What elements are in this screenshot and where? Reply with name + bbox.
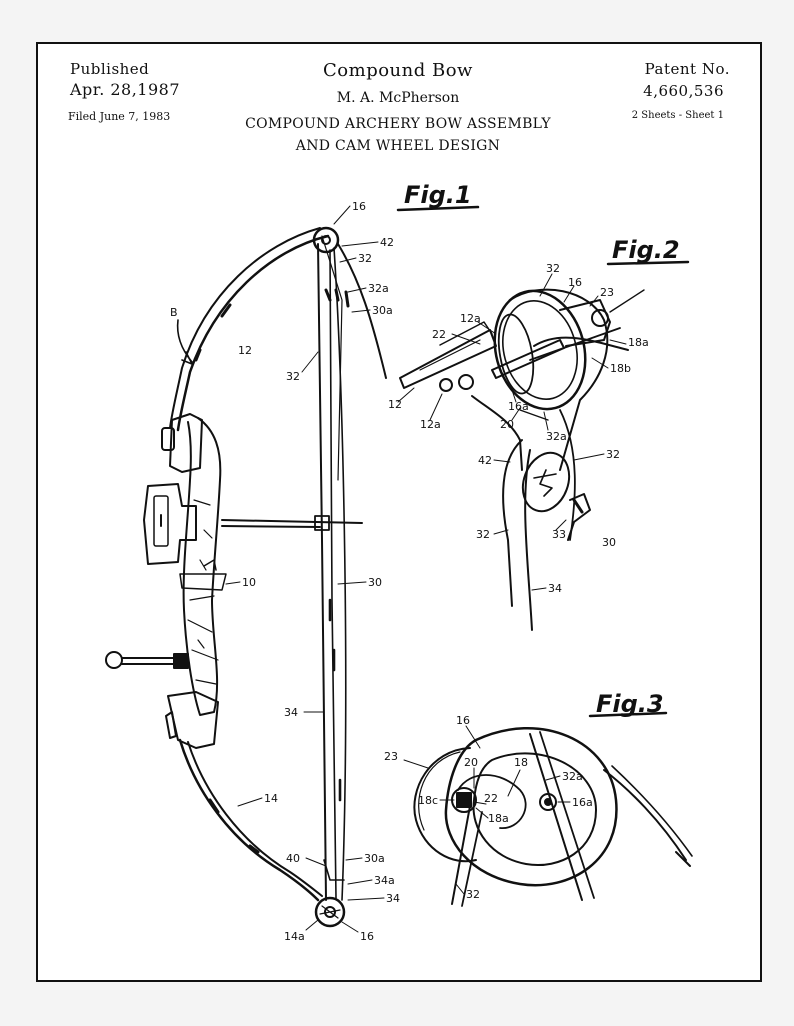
ref-label: 16 [352, 200, 366, 213]
ref-label: 20 [464, 756, 478, 769]
ref-label: 12a [420, 418, 441, 431]
ref-label: 12 [238, 344, 252, 357]
sheet-count: 2 Sheets - Sheet 1 [631, 110, 724, 121]
ref-label: 16 [568, 276, 582, 289]
ref-label: 34 [284, 706, 298, 719]
ref-label: 22 [484, 792, 498, 805]
fig1-title: Fig.1 [404, 181, 472, 209]
ref-label: 32a [562, 770, 583, 783]
ref-label: 32 [466, 888, 480, 901]
ref-label: 30 [368, 576, 382, 589]
patent-subtitle-line2: AND CAM WHEEL DESIGN [295, 138, 501, 154]
ref-label: 42 [380, 236, 394, 249]
ref-label: 42 [478, 454, 492, 467]
inventor-name: M. A. McPherson [336, 90, 460, 106]
ref-label: 18a [628, 336, 649, 349]
ref-label: 34 [386, 892, 400, 905]
ref-label: 33 [552, 528, 566, 541]
ref-label: 40 [286, 852, 300, 865]
ref-label: 18 [514, 756, 528, 769]
ref-label: 14 [264, 792, 278, 805]
ref-label: 32 [286, 370, 300, 383]
fig1-reference-labels: 16 42 32 32a 30a B 12 32 10 30 34 14 40 … [170, 200, 400, 943]
ref-label: 34a [374, 874, 395, 887]
ref-label: 16 [360, 930, 374, 943]
ref-label: 18b [610, 362, 631, 375]
ref-label: 32 [546, 262, 560, 275]
ref-label: 30a [364, 852, 385, 865]
ref-label: 30a [372, 304, 393, 317]
ref-label: 12a [460, 312, 481, 325]
ref-label: 23 [600, 286, 614, 299]
ref-label: 23 [384, 750, 398, 763]
ref-label: 16a [572, 796, 593, 809]
ref-label: 34 [548, 582, 562, 595]
fig3-reference-labels: 16 23 20 18 32a 18c 22 16a 18a 32 [384, 714, 593, 901]
fig2-title: Fig.2 [612, 236, 680, 264]
fig2-reference-labels: 32 16 23 12a 22 18a 18b 12 12a 16a 20 32… [388, 262, 649, 595]
ref-label: B [170, 306, 178, 319]
fig3-title: Fig.3 [596, 690, 664, 718]
ref-label: 20 [500, 418, 514, 431]
patent-title: Compound Bow [323, 60, 473, 81]
published-label: Published [70, 60, 150, 78]
published-date: Apr. 28,1987 [70, 80, 181, 99]
patent-number-label: Patent No. [644, 60, 730, 78]
ref-label: 18c [418, 794, 438, 807]
ref-label: 16a [508, 400, 529, 413]
ref-label: 14a [284, 930, 305, 943]
patent-subtitle-line1: COMPOUND ARCHERY BOW ASSEMBLY [245, 116, 551, 132]
patent-number: 4,660,536 [643, 82, 724, 100]
fig3-cam-wheel-drawing [403, 711, 693, 907]
fig2-cam-detail-drawing [397, 260, 690, 631]
ref-label: 30 [602, 536, 616, 549]
ref-label: 10 [242, 576, 256, 589]
fig1-bow-drawing [105, 205, 480, 933]
ref-label: 32a [368, 282, 389, 295]
ref-label: 32 [476, 528, 490, 541]
ref-label: 12 [388, 398, 402, 411]
filed-date: Filed June 7, 1983 [68, 110, 171, 123]
ref-label: 32a [546, 430, 567, 443]
ref-label: 22 [432, 328, 446, 341]
patent-sheet: Published Apr. 28,1987 Filed June 7, 198… [36, 42, 762, 982]
ref-label: 16 [456, 714, 470, 727]
ref-label: 32 [606, 448, 620, 461]
ref-label: 18a [488, 812, 509, 825]
ref-label: 32 [358, 252, 372, 265]
